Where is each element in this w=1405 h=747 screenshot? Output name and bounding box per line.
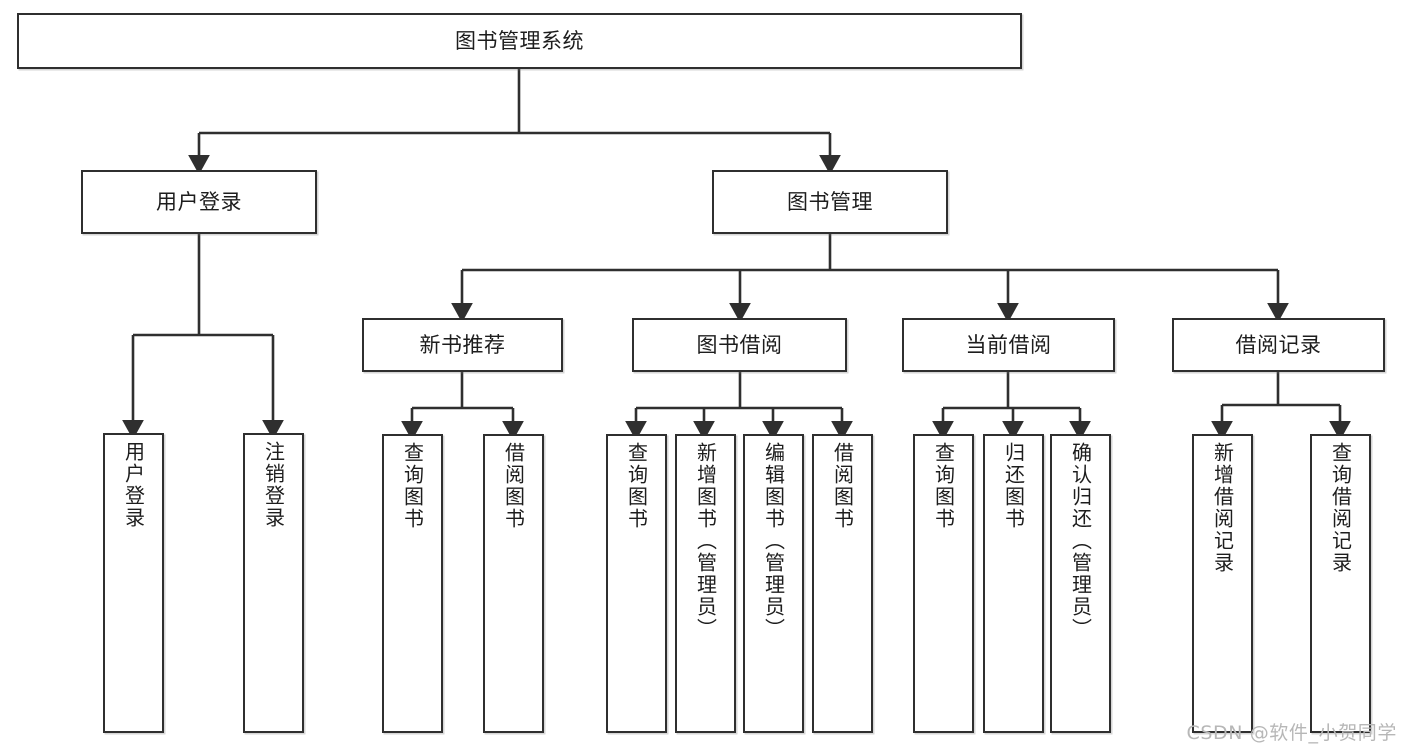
node-borrow-record-label: 借阅记录 (1235, 332, 1322, 357)
leaf-current-borrow-return-book-label: 归还图书 (1001, 442, 1026, 530)
leaf-current-borrow-query-book[interactable]: 查询图书 (913, 434, 974, 733)
node-root[interactable]: 图书管理系统 (17, 13, 1022, 69)
leaf-current-borrow-confirm-return-label: 确认归还（管理员） (1068, 442, 1093, 640)
node-book-borrow[interactable]: 图书借阅 (632, 318, 847, 372)
leaf-book-borrow-query-book-label: 查询图书 (624, 442, 649, 530)
node-new-book-recommendation[interactable]: 新书推荐 (362, 318, 563, 372)
leaf-new-book-query-book[interactable]: 查询图书 (382, 434, 443, 733)
node-new-book-recommendation-label: 新书推荐 (419, 332, 506, 357)
node-root-label: 图书管理系统 (455, 28, 584, 53)
leaf-borrow-record-add-record[interactable]: 新增借阅记录 (1192, 434, 1253, 733)
node-current-borrow-label: 当前借阅 (965, 332, 1052, 357)
leaf-book-borrow-add-book-label: 新增图书（管理员） (693, 442, 718, 640)
leaf-book-borrow-edit-book-label: 编辑图书（管理员） (761, 442, 786, 640)
leaf-user-login-login-label: 用户登录 (121, 441, 146, 529)
leaf-book-borrow-borrow-book-label: 借阅图书 (830, 442, 855, 530)
leaf-new-book-query-book-label: 查询图书 (400, 442, 425, 530)
leaf-user-login-login[interactable]: 用户登录 (103, 433, 164, 733)
leaf-new-book-borrow-book[interactable]: 借阅图书 (483, 434, 544, 733)
node-current-borrow[interactable]: 当前借阅 (902, 318, 1115, 372)
leaf-book-borrow-query-book[interactable]: 查询图书 (606, 434, 667, 733)
leaf-current-borrow-return-book[interactable]: 归还图书 (983, 434, 1044, 733)
leaf-user-login-logout-label: 注销登录 (261, 441, 286, 529)
leaf-book-borrow-add-book[interactable]: 新增图书（管理员） (675, 434, 736, 733)
node-book-borrow-label: 图书借阅 (696, 332, 783, 357)
leaf-current-borrow-query-book-label: 查询图书 (931, 442, 956, 530)
leaf-borrow-record-query-record-label: 查询借阅记录 (1328, 442, 1353, 574)
leaf-current-borrow-confirm-return[interactable]: 确认归还（管理员） (1050, 434, 1111, 733)
node-borrow-record[interactable]: 借阅记录 (1172, 318, 1385, 372)
node-book-management[interactable]: 图书管理 (712, 170, 948, 234)
node-user-login[interactable]: 用户登录 (81, 170, 317, 234)
node-book-management-label: 图书管理 (787, 189, 873, 214)
leaf-book-borrow-edit-book[interactable]: 编辑图书（管理员） (743, 434, 804, 733)
node-user-login-label: 用户登录 (156, 189, 242, 214)
leaf-new-book-borrow-book-label: 借阅图书 (501, 442, 526, 530)
leaf-borrow-record-query-record[interactable]: 查询借阅记录 (1310, 434, 1371, 733)
leaf-user-login-logout[interactable]: 注销登录 (243, 433, 304, 733)
leaf-borrow-record-add-record-label: 新增借阅记录 (1210, 442, 1235, 574)
csdn-watermark: CSDN @软件_小贺同学 (1186, 722, 1397, 744)
leaf-book-borrow-borrow-book[interactable]: 借阅图书 (812, 434, 873, 733)
